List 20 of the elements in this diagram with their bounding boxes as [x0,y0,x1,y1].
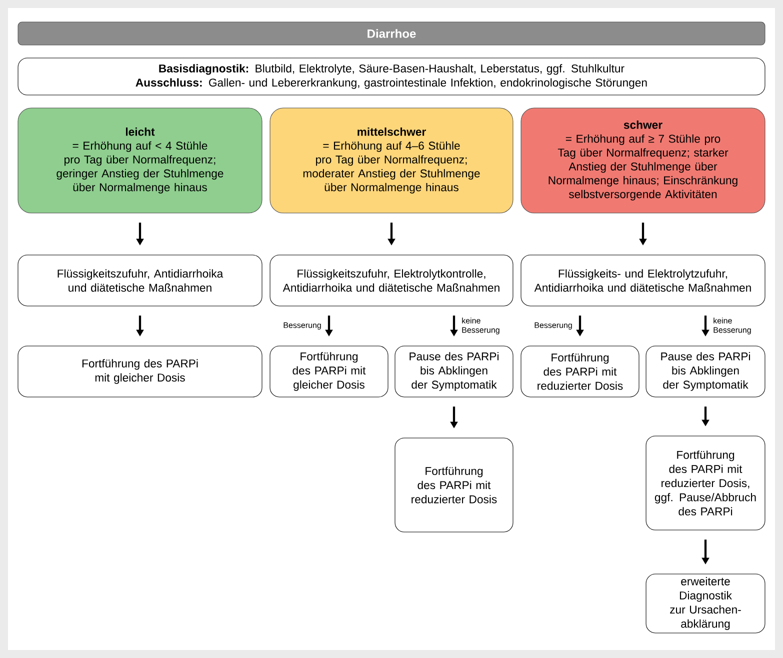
process-box: Basisdiagnostik: Blutbild, Elektrolyte, Säure-Basen-Haushalt, Leberstatus, ggf. Stuhlkultur Ausschluss: Gallen- und Lebererkrankung, gastrointestinale Infektion, endokrinologische Störungen [18,58,766,96]
process-box: Flüssigkeits- und Elektrolytzufuhr, Antidiarrhoika und diätetische Maßnahmen [520,254,766,306]
process-box: Pause des PARPi bis Abklingen der Symptomatik [646,346,766,398]
process-box: Flüssigkeitszufuhr, Elektrolytkontrolle, Antidiarrhoika und diätetische Maßnahmen [270,254,514,306]
edge-label: Besserung [284,322,321,330]
edge-label: keine Besserung [714,318,751,334]
process-box: Fortführung des PARPi mit reduzierter Dosis [520,346,640,398]
process-box: Fortführung des PARPi mit gleicher Dosis [18,346,262,398]
process-box: Pause des PARPi bis Abklingen der Symptomatik [394,346,514,398]
edge-label: Besserung [534,322,572,330]
severity-box: schwer = Erhöhung auf ≥ 7 Stühle pro Tag über Normalfrequenz; starker Anstieg der Stuhlmenge über Normalmenge hinaus; Einschränkung selbstversorgende Aktivitäten [520,108,766,214]
edge-label: keine Besserung [462,318,500,334]
severity-box: leicht = Erhöhung auf < 4 Stühle pro Tag über Normalfrequenz; geringer Anstieg der Stuhlmenge über Normalmenge hinaus [18,108,262,214]
process-box: Flüssigkeitszufuhr, Antidiarrhoika und diätetische Maßnahmen [18,254,262,306]
title-bar: Diarrhoe [18,22,766,46]
process-box: erweiterte Diagnostik zur Ursachen-abklärung [646,574,766,634]
process-box: Fortführung des PARPi mit reduzierter Dosis [394,438,514,532]
process-box: Fortführung des PARPi mit reduzierter Dosis, ggf. Pause/Abbruch des PARPi [646,436,766,530]
process-box: Fortführung des PARPi mit gleicher Dosis [270,346,388,398]
severity-box: mittelschwer = Erhöhung auf 4–6 Stühle pro Tag über Normalfrequenz; moderater Anstieg der Stuhlmenge über Normalmenge hinaus [270,108,514,214]
